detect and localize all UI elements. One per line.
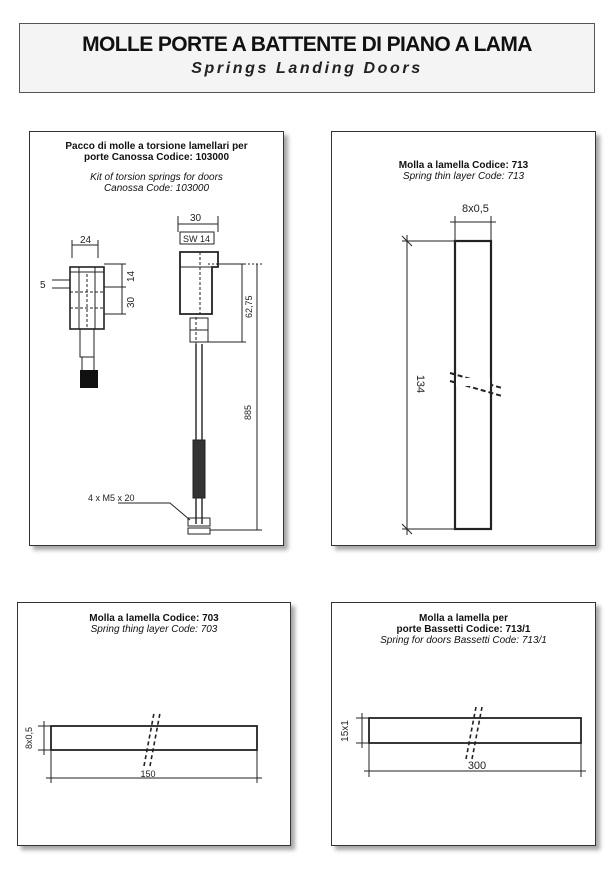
panel-spring-713: Molla a lamella Codice: 713 Spring thin …	[331, 131, 596, 546]
panel-kit-caption: Pacco di molle a torsione lamellari per …	[30, 141, 283, 194]
spring-713-1-title-line2: porte Bassetti Codice: 713/1	[396, 624, 531, 635]
spring-713-drawing: 8x0,5 134	[401, 203, 503, 535]
page-subtitle: Springs Landing Doors	[191, 60, 423, 77]
spring-703-drawing: 8x0,5 150	[24, 712, 262, 783]
spring-713-dim-length: 134	[414, 375, 426, 393]
panel-spring-703: Molla a lamella Codice: 703 Spring thing…	[17, 602, 291, 846]
spring-703-dim-section: 8x0,5	[24, 727, 34, 749]
kit-title-line2: porte Canossa Codice: 103000	[83, 152, 230, 163]
panel-spring-713-1: Molla a lamella per porte Bassetti Codic…	[331, 602, 596, 846]
panel-713-1-caption: Molla a lamella per porte Bassetti Codic…	[332, 613, 595, 646]
kit-dim-sw14: SW 14	[183, 234, 210, 244]
spring-713-dim-section: 8x0,5	[462, 203, 489, 215]
page-title: MOLLE PORTE A BATTENTE DI PIANO A LAMA	[82, 33, 532, 56]
spring-713-title: Molla a lamella Codice: 713	[398, 160, 529, 171]
kit-dim-14: 14	[126, 270, 137, 282]
spring-713-1-dim-section: 15x1	[340, 720, 351, 742]
panel-703-caption: Molla a lamella Codice: 703 Spring thing…	[18, 613, 290, 635]
kit-screw-label: 4 x M5 x 20	[88, 493, 135, 503]
spring-713-1-title-line1: Molla a lamella per	[419, 613, 508, 624]
kit-dim-62-75: 62,75	[244, 295, 254, 318]
kit-dim-885: 885	[243, 405, 253, 420]
spring-713-1-english: Spring for doors Bassetti Code: 713/1	[380, 635, 547, 646]
spring-713-english: Spring thin layer Code: 713	[402, 171, 525, 182]
page-header: MOLLE PORTE A BATTENTE DI PIANO A LAMA S…	[19, 23, 595, 93]
spring-713-1-drawing: 15x1 300	[340, 706, 586, 777]
kit-dim-30-vertical: 30	[126, 296, 137, 308]
kit-dim-30: 30	[190, 213, 202, 224]
kit-technical-drawing: 24 5 14 30 30 SW 14 62,75 885 4 x M5 x 2…	[40, 213, 262, 535]
kit-english-line1: Kit of torsion springs for doors	[90, 172, 223, 183]
spring-703-title: Molla a lamella Codice: 703	[89, 613, 219, 624]
panel-713-caption: Molla a lamella Codice: 713 Spring thin …	[332, 160, 595, 182]
kit-dim-24: 24	[80, 235, 92, 246]
kit-dim-5: 5	[40, 280, 46, 291]
spring-703-english: Spring thing layer Code: 703	[90, 624, 218, 635]
spring-713-1-dim-length: 300	[468, 760, 486, 772]
kit-english-line2: Canossa Code: 103000	[103, 183, 210, 194]
spring-703-dim-length: 150	[140, 769, 155, 779]
kit-title-line1: Pacco di molle a torsione lamellari per	[65, 141, 248, 152]
panel-kit-103000: Pacco di molle a torsione lamellari per …	[29, 131, 284, 546]
